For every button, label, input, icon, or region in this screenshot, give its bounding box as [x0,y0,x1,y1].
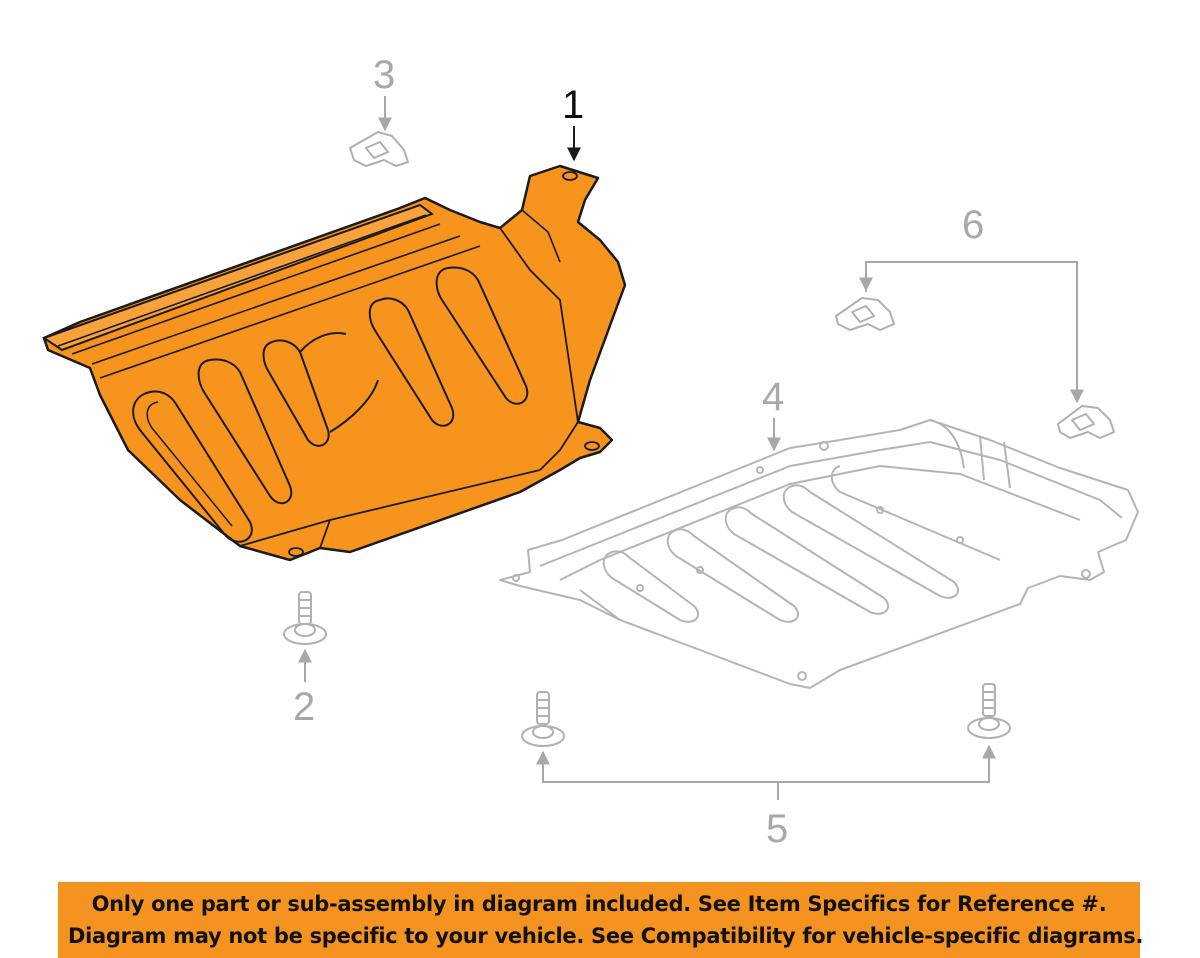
disclaimer-line-2: Diagram may not be specific to your vehi… [68,924,1144,948]
parts-diagram: 1 3 2 6 4 [41,53,1139,851]
callout-5-label: 5 [766,807,788,851]
callout-4: 4 [762,375,784,452]
callout-2: 2 [293,648,315,729]
skid-plate-part-4[interactable] [499,419,1139,689]
bolt-part-5-left[interactable] [521,691,565,747]
bolt-part-5-right[interactable] [967,683,1011,739]
callout-1-label: 1 [562,83,584,127]
callout-6: 6 [859,203,1084,404]
clip-part-6-lower[interactable] [1057,405,1115,439]
callout-3: 3 [373,53,395,132]
bolt-part-2[interactable] [283,591,327,645]
clip-part-6-upper[interactable] [835,297,895,331]
skid-plate-highlighted[interactable] [41,164,627,562]
callout-2-label: 2 [293,685,315,729]
callout-6-label: 6 [962,203,984,247]
disclaimer-banner: Only one part or sub-assembly in diagram… [58,882,1144,958]
callout-1: 1 [562,83,584,162]
disclaimer-line-1: Only one part or sub-assembly in diagram… [91,892,1107,916]
callout-5: 5 [536,744,996,851]
clip-part-3[interactable] [349,131,409,167]
callout-3-label: 3 [373,53,395,97]
callout-4-label: 4 [762,375,784,419]
